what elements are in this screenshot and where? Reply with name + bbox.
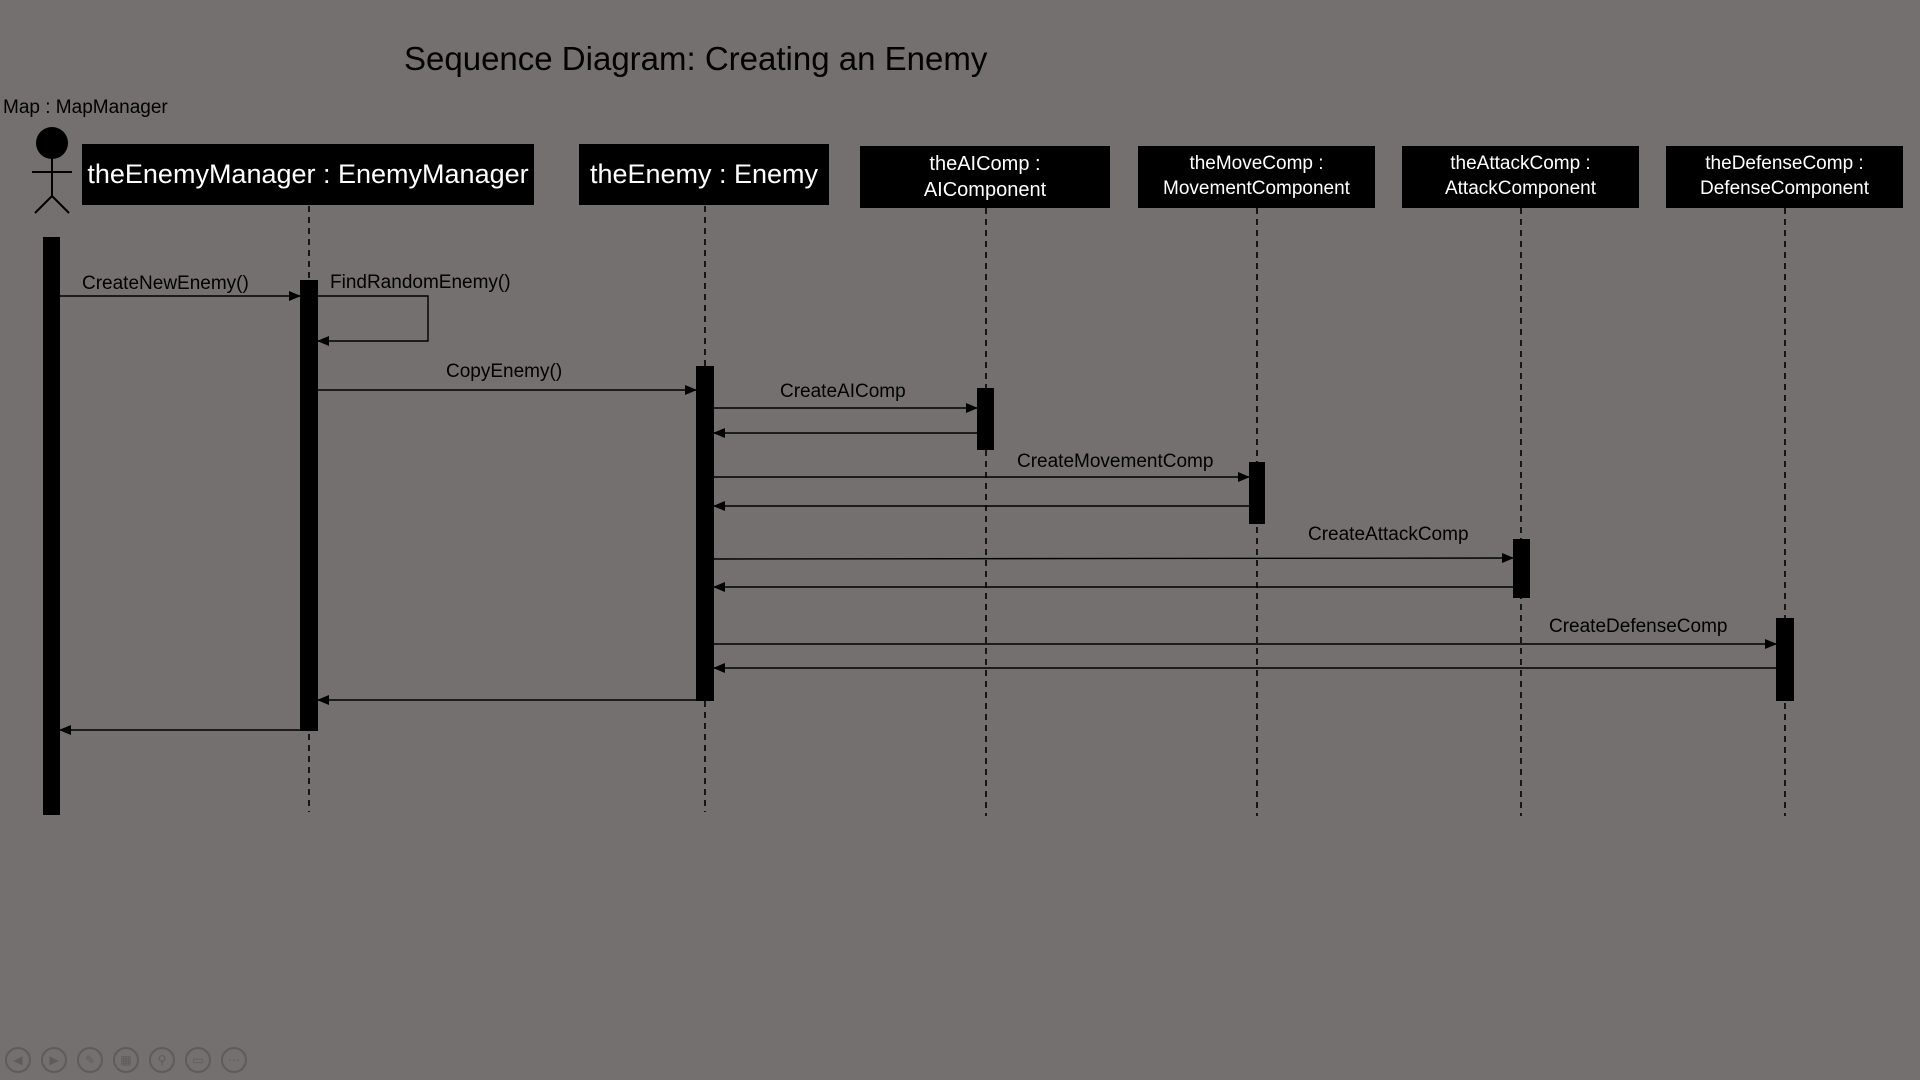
self-message-arrow (317, 295, 429, 346)
activation-bar-enemy-manager (300, 280, 318, 731)
object-label: theAttackComp : AttackComponent (1445, 152, 1596, 201)
message-label: CreateNewEnemy() (82, 273, 249, 294)
message-label: FindRandomEnemy() (330, 272, 511, 293)
object-label-line: theEnemy : Enemy (589, 158, 819, 189)
object-label-line: theAIComp : (929, 153, 1041, 175)
object-box-ai-comp: theAIComp : AIComponent (860, 146, 1110, 208)
zoom-button[interactable]: ⚲ (149, 1047, 175, 1073)
object-label: theEnemy : Enemy (590, 157, 818, 192)
previous-slide-button[interactable]: ◀ (5, 1047, 31, 1073)
object-label: theMoveComp : MovementComponent (1163, 152, 1350, 201)
activation-bar-enemy (696, 366, 714, 701)
object-box-defense-comp: theDefenseComp : DefenseComponent (1666, 146, 1903, 208)
presentation-toolbar: ◀ ▶ ✎ ▦ ⚲ ▭ ⋯ (5, 1047, 247, 1073)
message-label: CreateAIComp (780, 381, 906, 402)
object-box-attack-comp: theAttackComp : AttackComponent (1402, 146, 1639, 208)
activation-bar-actor (43, 237, 60, 815)
object-label-line: AIComponent (923, 179, 1047, 201)
subtitles-icon: ▭ (192, 1053, 204, 1067)
message-label: CreateDefenseComp (1549, 616, 1727, 637)
object-box-move-comp: theMoveComp : MovementComponent (1138, 146, 1375, 208)
object-label-line: theMoveComp : (1189, 153, 1324, 175)
actor-label: Map : MapManager (3, 97, 168, 118)
message-label: CopyEnemy() (446, 361, 562, 382)
object-label-line: AttackComponent (1444, 178, 1597, 199)
see-all-slides-button[interactable]: ▦ (113, 1047, 139, 1073)
activation-bar-move-comp (1249, 462, 1265, 524)
ellipsis-icon: ⋯ (228, 1053, 240, 1067)
object-label: theAIComp : AIComponent (924, 151, 1046, 203)
magnifier-icon: ⚲ (157, 1053, 167, 1067)
slides-grid-icon: ▦ (120, 1053, 132, 1067)
object-label-line: MovementComponent (1163, 178, 1350, 199)
more-options-button[interactable]: ⋯ (221, 1047, 247, 1073)
message-label: CreateMovementComp (1017, 451, 1213, 472)
object-label: theEnemyManager : EnemyManager (87, 157, 528, 192)
arrow-left-icon: ◀ (13, 1053, 23, 1067)
actor-stick-figure-icon (32, 127, 72, 214)
object-box-enemy-manager: theEnemyManager : EnemyManager (82, 144, 534, 205)
activation-bar-ai-comp (977, 388, 994, 450)
arrow-right-icon: ▶ (49, 1053, 59, 1067)
object-label: theDefenseComp : DefenseComponent (1700, 152, 1869, 201)
object-box-enemy: theEnemy : Enemy (579, 144, 829, 205)
object-label-line: theDefenseComp : (1705, 153, 1864, 175)
message-arrow (713, 553, 1514, 564)
object-label-line: theEnemyManager : EnemyManager (87, 158, 529, 189)
activation-bar-defense-comp (1776, 618, 1794, 701)
message-label: CreateAttackComp (1308, 524, 1469, 545)
next-slide-button[interactable]: ▶ (41, 1047, 67, 1073)
diagram-title: Sequence Diagram: Creating an Enemy (404, 40, 988, 77)
pen-icon: ✎ (84, 1053, 96, 1067)
activation-bar-attack-comp (1513, 539, 1530, 598)
pen-tool-button[interactable]: ✎ (77, 1047, 103, 1073)
object-label-line: DefenseComponent (1700, 178, 1869, 199)
object-label-line: theAttackComp : (1450, 153, 1591, 175)
subtitles-button[interactable]: ▭ (185, 1047, 211, 1073)
